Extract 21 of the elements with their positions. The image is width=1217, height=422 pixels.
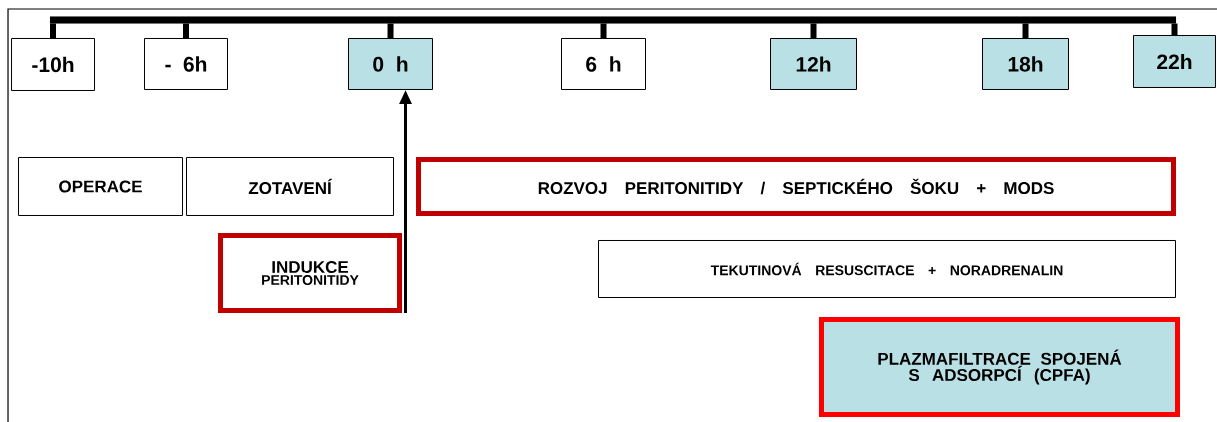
- tick-line: [50, 23, 56, 38]
- time-box: 0 h: [348, 38, 433, 90]
- timeline-bar: [49, 16, 1177, 24]
- treatment-box: PLAZMAFILTRACE SPOJENÁ S ADSORPCÍ (CPFA): [819, 317, 1180, 417]
- phase-box: ZOTAVENÍ: [186, 157, 394, 216]
- tick-line: [1171, 23, 1178, 35]
- time-box: 6 h: [561, 38, 646, 90]
- time-box: - 6h: [144, 38, 228, 90]
- tick-line: [387, 23, 394, 38]
- time-box: 22h: [1133, 35, 1216, 88]
- tick-line: [1022, 23, 1029, 38]
- phase-box: INDUKCE PERITONITIDY: [218, 233, 402, 313]
- time-box: -10h: [11, 38, 95, 91]
- tick-line: [600, 23, 607, 38]
- phase-box: OPERACE: [18, 157, 183, 216]
- treatment-box: TEKUTINOVÁ RESUSCITACE + NORADRENALIN: [598, 240, 1176, 298]
- time-box: 12h: [770, 38, 857, 90]
- tick-line: [810, 23, 817, 38]
- tick-line: [183, 23, 189, 38]
- phase-box: ROZVOJ PERITONITIDY / SEPTICKÉHO ŠOKU + MODS: [416, 157, 1176, 216]
- time-box: 18h: [982, 38, 1069, 90]
